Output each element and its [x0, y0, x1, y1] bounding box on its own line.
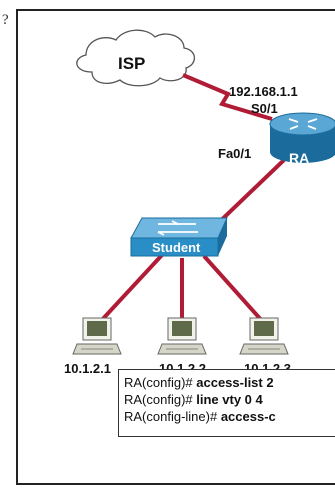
question-mark: ?: [2, 12, 9, 28]
host-ip-label: 10.1.2.1: [64, 361, 111, 376]
serial-ip-label: 192.168.1.1: [229, 84, 298, 99]
host1-link: [98, 253, 164, 324]
cli-prompt: RA(config-line)#: [124, 409, 218, 424]
pc-icon: [72, 317, 122, 355]
pc-icon: [239, 317, 289, 355]
host3-link: [202, 254, 265, 324]
router-label: RA: [289, 150, 309, 166]
switch-icon: [130, 217, 228, 257]
isp-cloud: [76, 29, 196, 87]
fa-port-label: Fa0/1: [218, 146, 251, 161]
cli-prompt: RA(config)#: [124, 375, 193, 390]
cli-command: access-c: [217, 409, 276, 424]
config-commands-box: RA(config)# access-list 2 RA(config)# li…: [118, 369, 335, 437]
pc-icon: [157, 317, 207, 355]
isp-label: ISP: [118, 54, 145, 73]
config-line: RA(config-line)# access-c: [124, 408, 335, 425]
cli-command: access-list 2: [192, 375, 274, 390]
serial-port-label: S0/1: [251, 101, 278, 116]
config-line: RA(config)# access-list 2: [124, 374, 335, 391]
cli-command: line vty 0 4: [192, 392, 263, 407]
router-switch-link: [211, 158, 286, 230]
router-icon: [269, 112, 335, 163]
serial-link: [182, 73, 273, 121]
config-line: RA(config)# line vty 0 4: [124, 391, 335, 408]
cli-prompt: RA(config)#: [124, 392, 193, 407]
switch-label: Student: [152, 240, 201, 255]
